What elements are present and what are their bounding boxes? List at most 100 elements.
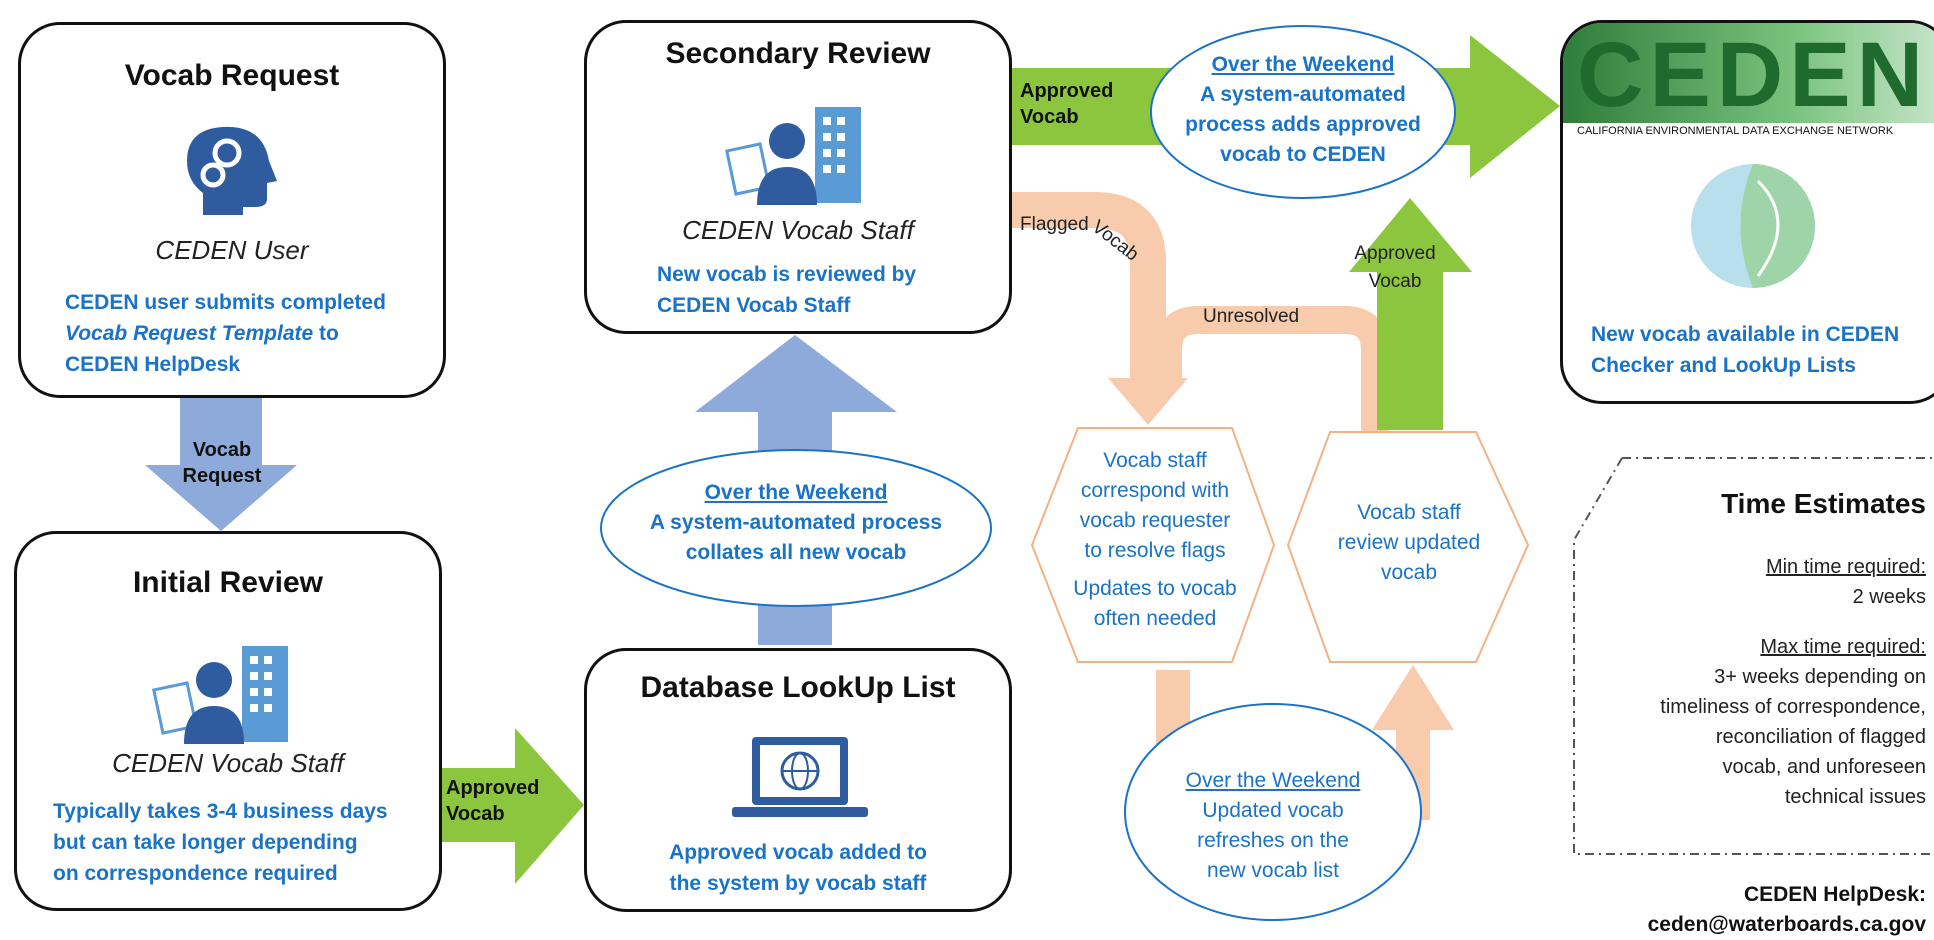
max-time-line5: technical issues <box>1784 786 1926 808</box>
vocab-request-desc-line1: CEDEN user submits completed <box>65 291 386 314</box>
flagged-arrowhead <box>1108 378 1188 425</box>
hex-correspond-line4: to resolve flags <box>1084 539 1226 562</box>
hex-correspond-text: Vocab staff correspond with vocab reques… <box>1052 446 1258 634</box>
vocab-request-role: CEDEN User <box>155 235 309 265</box>
arrow-vocab-request-label: Vocab Request <box>166 437 278 489</box>
ceden-tagline: CALIFORNIA ENVIRONMENTAL DATA EXCHANGE N… <box>1577 125 1894 137</box>
time-estimates-body: Min time required: 2 weeks Max time requ… <box>1578 552 1926 812</box>
max-time-label: Max time required: <box>1760 636 1926 658</box>
arrow-approved-1-label: Approved Vocab <box>446 775 539 827</box>
approved-up-line1: Approved <box>1354 243 1436 264</box>
secondary-review-desc: New vocab is reviewed by CEDEN Vocab Sta… <box>657 259 997 321</box>
leaf-water-emblem <box>1691 164 1815 288</box>
cloud-adds-line1: A system-automated <box>1200 83 1406 106</box>
max-time-line3: reconciliation of flagged <box>1715 726 1926 748</box>
ceden-logo-text: CEDEN <box>1577 24 1930 126</box>
helpdesk-email[interactable]: ceden@waterboards.ca.gov <box>1647 913 1926 936</box>
flagged-word: Flagged <box>1020 214 1089 235</box>
cloud-refresh-heading: Over the Weekend <box>1185 769 1361 792</box>
initial-review-desc-line3: on correspondence required <box>53 862 338 885</box>
vocab-staff-icon <box>152 646 288 744</box>
hex-review-line1: Vocab staff <box>1357 501 1461 524</box>
hex-correspond-line3: vocab requester <box>1079 509 1231 532</box>
ceden-desc-line1: New vocab available in CEDEN <box>1591 323 1900 346</box>
hex-correspond-line1: Vocab staff <box>1103 449 1207 472</box>
cloud-collate-line1: A system-automated process <box>649 511 943 534</box>
initial-review-box: Initial Review CEDEN Vocab Staff Typical… <box>14 531 442 911</box>
time-estimates-frame <box>1573 457 1934 855</box>
helpdesk-block: CEDEN HelpDesk: ceden@waterboards.ca.gov <box>1560 880 1926 940</box>
laptop-globe-icon <box>732 737 868 817</box>
arrow-approved-2-label: Approved Vocab <box>1020 78 1113 130</box>
head-gears-icon <box>187 126 277 215</box>
helpdesk-label: CEDEN HelpDesk: <box>1743 883 1926 906</box>
secondary-review-desc-line2: CEDEN Vocab Staff <box>657 294 851 317</box>
approved-up-line2: Vocab <box>1368 271 1422 292</box>
cloud-collate-line2: collates all new vocab <box>685 541 907 564</box>
database-lookup-desc-line1: Approved vocab added to <box>669 841 927 864</box>
cloud-collate-text: Over the Weekend A system-automated proc… <box>620 478 972 568</box>
unresolved-flow <box>1154 306 1389 435</box>
cloud-refresh-line3: new vocab list <box>1207 859 1339 882</box>
initial-review-desc: Typically takes 3-4 business days but ca… <box>53 796 433 889</box>
secondary-review-desc-line1: New vocab is reviewed by <box>657 263 917 286</box>
hex-review <box>1286 431 1530 663</box>
arrow-approved-2-line2: Vocab <box>1020 106 1079 128</box>
approved-up-label: Approved Vocab <box>1340 240 1450 296</box>
hex-review-text: Vocab staff review updated vocab <box>1306 498 1512 588</box>
cloud-refresh <box>1124 703 1422 921</box>
unresolved-label: Unresolved <box>1203 306 1300 327</box>
cloud-collate-heading: Over the Weekend <box>704 481 888 504</box>
cloud-adds-heading: Over the Weekend <box>1211 53 1395 76</box>
arrow-approved-up <box>1349 198 1472 430</box>
flagged-label: Flagged Vocab <box>1020 214 1147 265</box>
flagged-vocab-flow <box>1012 192 1166 385</box>
vocab-request-desc-to: to <box>313 322 339 345</box>
initial-review-role: CEDEN Vocab Staff <box>112 748 344 778</box>
arrow-vocab-request-line2: Request <box>182 465 262 487</box>
hex-correspond <box>1030 427 1276 663</box>
arrow-approved-2-line1: Approved <box>1020 80 1114 102</box>
max-time-line1: 3+ weeks depending on <box>1714 666 1926 688</box>
cloud-refresh-line1: Updated vocab <box>1202 799 1344 822</box>
vocab-staff-icon-2 <box>725 107 861 205</box>
database-lookup-desc-line2: the system by vocab staff <box>669 872 927 895</box>
arrow-vocab-request-line1: Vocab <box>192 439 252 461</box>
arrow-vocab-request <box>145 398 297 531</box>
time-estimates-title: Time Estimates <box>1721 488 1926 519</box>
cloud-adds-line2: process adds approved <box>1185 113 1421 136</box>
secondary-review-title: Secondary Review <box>665 37 931 70</box>
vocab-request-box: Vocab Request CEDEN User CEDEN user subm… <box>18 22 446 398</box>
cloud-adds <box>1150 25 1456 199</box>
arrow-approved-1-line1: Approved <box>446 777 540 799</box>
cloud-refresh-text: Over the Weekend Updated vocab refreshes… <box>1143 766 1403 886</box>
ceden-desc-line2: Checker and LookUp Lists <box>1591 354 1856 377</box>
database-lookup-desc: Approved vocab added to the system by vo… <box>587 837 1009 899</box>
ceden-desc: New vocab available in CEDEN Checker and… <box>1591 319 1934 381</box>
refresh-arrowhead <box>1372 665 1454 730</box>
secondary-review-box: Secondary Review CEDEN Vocab Staff New v… <box>584 20 1012 334</box>
vocab-request-desc-line3: CEDEN HelpDesk <box>65 353 241 376</box>
vocab-request-template-name: Vocab Request Template <box>65 322 314 345</box>
ceden-logo-banner <box>1563 23 1934 123</box>
max-time-line4: vocab, and unforeseen <box>1722 756 1927 778</box>
database-lookup-title: Database LookUp List <box>640 671 956 704</box>
min-time-label: Min time required: <box>1765 556 1926 578</box>
hex-correspond-line5: Updates to vocab <box>1073 577 1237 600</box>
hex-review-line2: review updated <box>1337 531 1481 554</box>
arrow-approved-to-lookup <box>442 728 584 884</box>
hex-correspond-line6: often needed <box>1093 607 1217 630</box>
max-time-line2: timeliness of correspondence, <box>1660 696 1926 718</box>
initial-review-title: Initial Review <box>132 566 324 599</box>
vocab-request-desc: CEDEN user submits completed Vocab Reque… <box>65 287 435 380</box>
cloud-refresh-line2: refreshes on the <box>1197 829 1349 852</box>
vocab-request-title: Vocab Request <box>124 59 340 92</box>
initial-review-desc-line2: but can take longer depending <box>53 831 358 854</box>
vocab-request-desc-line2: Vocab Request Template to <box>65 318 435 349</box>
initial-review-desc-line1: Typically takes 3-4 business days <box>53 800 388 823</box>
cloud-adds-line3: vocab to CEDEN <box>1220 143 1386 166</box>
database-lookup-box: Database LookUp List Approved vocab adde… <box>584 648 1012 912</box>
min-time-value: 2 weeks <box>1852 586 1926 608</box>
secondary-review-role: CEDEN Vocab Staff <box>682 215 914 245</box>
